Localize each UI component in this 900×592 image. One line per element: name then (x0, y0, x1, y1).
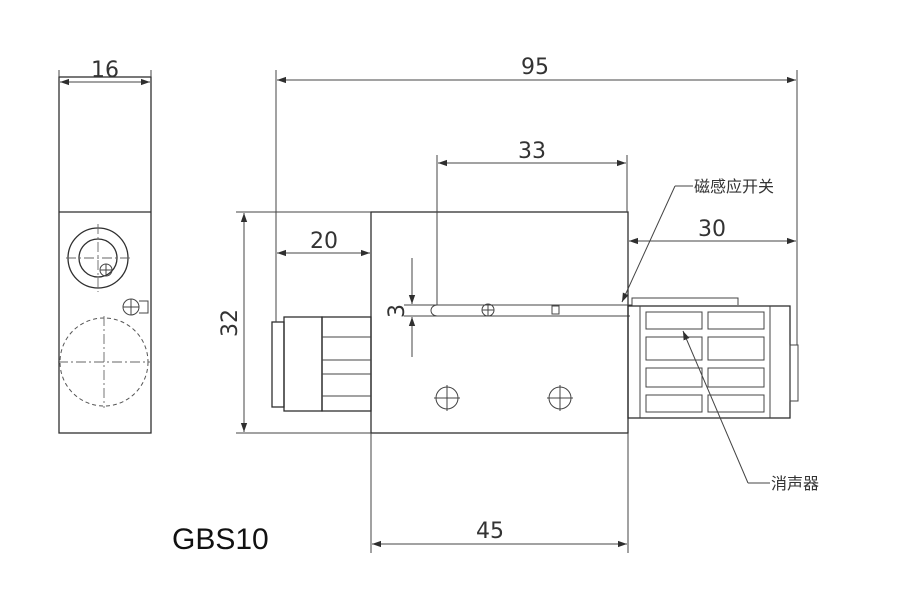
dim-16: 16 (58, 58, 152, 86)
dim-33-label: 33 (518, 139, 546, 164)
callout-magnetic-switch: 磁感应开关 (621, 177, 774, 303)
silencer-label: 消声器 (771, 474, 819, 493)
dim-16-label: 16 (91, 58, 119, 83)
dim-20-label: 20 (310, 229, 338, 254)
dim-32-label: 32 (218, 309, 243, 337)
valve-body (370, 211, 629, 434)
fitting-body (321, 316, 372, 412)
switch-lead (620, 297, 739, 306)
front-view (271, 211, 799, 434)
dim-32: 32 (218, 211, 371, 434)
dim-45-label: 45 (476, 519, 504, 544)
dim-33: 33 (436, 139, 628, 305)
dim-45: 45 (370, 433, 629, 553)
callout-silencer: 消声器 (682, 330, 819, 493)
fitting-plate (271, 321, 285, 408)
magnetic-switch-label: 磁感应开关 (694, 177, 774, 196)
sensor-led (551, 305, 560, 315)
silencer (627, 305, 799, 419)
model-name: GBS10 (172, 523, 269, 556)
dim-20: 20 (277, 229, 370, 257)
dim-95: 95 (275, 55, 798, 345)
dim-95-label: 95 (521, 55, 549, 80)
dim-3: 3 (385, 258, 437, 357)
dim-3-label: 3 (385, 304, 410, 318)
side-view-body (58, 76, 152, 434)
fitting-nut (283, 316, 323, 412)
side-view (58, 76, 152, 434)
dim-30: 30 (629, 217, 796, 245)
dim-30-label: 30 (698, 217, 726, 242)
